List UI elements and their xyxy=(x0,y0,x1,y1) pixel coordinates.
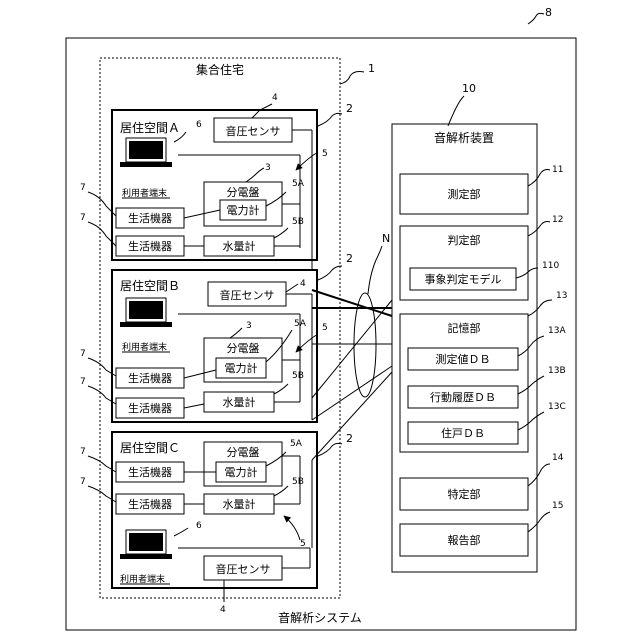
space-a-title: 居住空間Ａ xyxy=(120,121,180,135)
meter-b-ref: 5 xyxy=(322,323,328,333)
appliance-b-ref1: 7 xyxy=(80,349,86,359)
terminal-a-label: 利用者端末 xyxy=(122,187,167,199)
event-model-label: 事象判定モデル xyxy=(425,272,502,286)
system-ref: 8 xyxy=(545,6,552,19)
panel-c-label: 分電盤 xyxy=(227,446,260,459)
sensor-c-ref: 4 xyxy=(220,605,226,615)
space-b-title: 居住空間Ｂ xyxy=(120,279,180,293)
terminal-a-ref: 6 xyxy=(196,120,202,130)
meter-a-ref: 5 xyxy=(322,149,328,159)
identification-label: 特定部 xyxy=(448,487,481,501)
housing-title: 集合住宅 xyxy=(196,62,244,77)
event-model-ref: 110 xyxy=(542,261,559,271)
power-meter-a-ref: 5A xyxy=(292,179,305,189)
identification-ref: 14 xyxy=(552,453,564,463)
measurement-ref: 11 xyxy=(552,165,563,175)
water-meter-a-label: 水量計 xyxy=(223,239,256,253)
appliance-c2-label: 生活機器 xyxy=(128,497,172,511)
appliance-a2-label: 生活機器 xyxy=(128,239,172,253)
panel-a-label: 分電盤 xyxy=(227,186,260,199)
report-label: 報告部 xyxy=(448,533,481,547)
db-household-label: 住戸ＤＢ xyxy=(441,426,485,440)
water-meter-b-label: 水量計 xyxy=(223,395,256,409)
system-ref-leader xyxy=(528,13,544,24)
power-meter-c-ref: 5A xyxy=(290,439,303,449)
judgment-ref: 12 xyxy=(552,215,563,225)
appliance-b2-label: 生活機器 xyxy=(128,401,172,415)
laptop-icon xyxy=(120,530,172,559)
power-meter-b-label: 電力計 xyxy=(225,361,258,375)
storage-label: 記憶部 xyxy=(448,321,481,335)
db-measurement-ref: 13A xyxy=(548,326,566,336)
sensor-c-label: 音圧センサ xyxy=(216,562,271,576)
measurement-label: 測定部 xyxy=(448,187,481,201)
space-a-ref: 2 xyxy=(346,102,353,115)
appliance-c-ref1: 7 xyxy=(80,447,86,457)
terminal-c-ref: 6 xyxy=(196,521,202,531)
db-history-ref: 13B xyxy=(548,366,566,376)
space-c-title: 居住空間Ｃ xyxy=(120,441,180,455)
water-meter-b-ref: 5B xyxy=(292,371,304,381)
appliance-a1-label: 生活機器 xyxy=(128,211,172,225)
appliance-a-ref2: 7 xyxy=(80,213,86,223)
panel-b-ref: 3 xyxy=(246,321,252,331)
housing-ref: 1 xyxy=(368,62,375,75)
system-title: 音解析システム xyxy=(278,610,362,625)
power-meter-c-label: 電力計 xyxy=(225,465,258,479)
space-c-ref: 2 xyxy=(346,432,353,445)
panel-a-ref: 3 xyxy=(265,163,271,173)
appliance-c1-label: 生活機器 xyxy=(128,465,172,479)
space-a: 居住空間Ａ 2 音圧センサ 4 6 利用者端末 3 分電盤 電力計 5A 5 xyxy=(80,93,353,290)
device-title: 音解析装置 xyxy=(434,130,494,145)
appliance-b-ref2: 7 xyxy=(80,377,86,387)
laptop-icon xyxy=(120,298,172,327)
storage-ref: 13 xyxy=(556,291,567,301)
appliance-b1-label: 生活機器 xyxy=(128,371,172,385)
space-b-ref: 2 xyxy=(346,252,353,265)
laptop-icon xyxy=(120,138,172,167)
network-ref: N xyxy=(382,232,390,245)
power-meter-a-label: 電力計 xyxy=(227,203,260,217)
sensor-a-label: 音圧センサ xyxy=(226,124,281,138)
db-history-label: 行動履歴ＤＢ xyxy=(430,390,496,404)
report-ref: 15 xyxy=(552,501,563,511)
water-meter-c-label: 水量計 xyxy=(223,497,256,511)
sensor-b-ref: 4 xyxy=(300,279,306,289)
panel-b-label: 分電盤 xyxy=(227,342,260,355)
db-household-ref: 13C xyxy=(548,402,566,412)
judgment-label: 判定部 xyxy=(448,233,481,247)
water-meter-c-ref: 5B xyxy=(292,477,304,487)
water-meter-a-ref: 5B xyxy=(292,217,304,227)
terminal-b-label: 利用者端末 xyxy=(122,341,167,353)
appliance-a-ref1: 7 xyxy=(80,183,86,193)
device-ref: 10 xyxy=(462,82,476,95)
sensor-a-ref: 4 xyxy=(272,93,278,103)
appliance-c-ref2: 7 xyxy=(80,477,86,487)
terminal-c-label: 利用者端末 xyxy=(120,573,165,585)
space-b: 居住空間Ｂ 2 音圧センサ 4 利用者端末 3 分電盤 電力計 5A 5 生活機… xyxy=(80,252,353,422)
db-measurement-label: 測定値ＤＢ xyxy=(436,352,491,366)
sensor-b-label: 音圧センサ xyxy=(220,288,275,302)
